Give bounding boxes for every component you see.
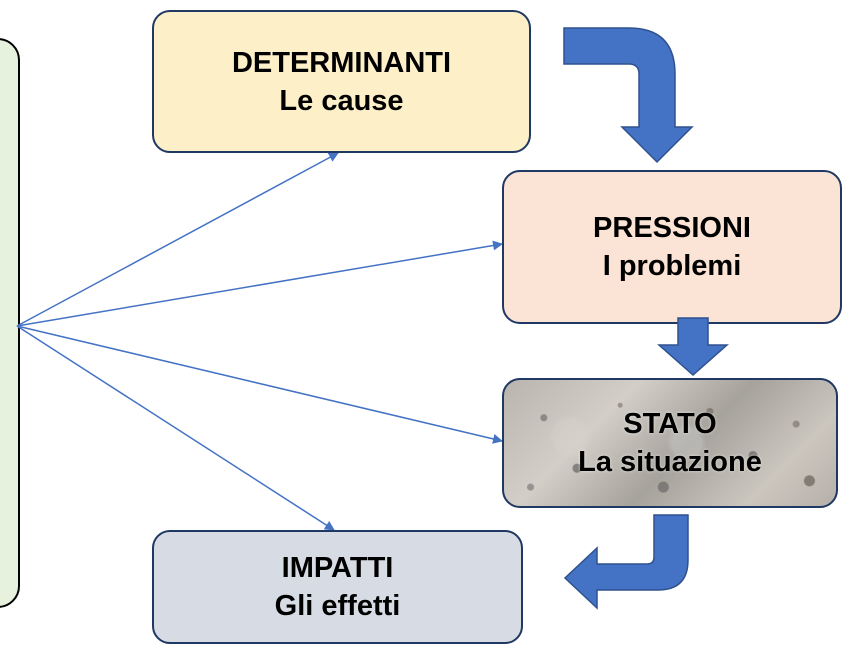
connector-to-pressioni	[16, 240, 503, 327]
node-stato-title: STATO	[623, 408, 717, 440]
node-pressioni-title: PRESSIONI	[593, 212, 751, 244]
node-impatti-subtitle: Gli effetti	[274, 590, 401, 622]
node-stato-subtitle: La situazione	[578, 446, 762, 478]
node-determinanti-subtitle: Le cause	[279, 84, 404, 117]
flow-arrow-determinanti-to-pressioni	[563, 27, 694, 164]
node-impatti-title: IMPATTI	[281, 552, 394, 584]
flow-arrow-stato-to-impatti	[563, 514, 689, 610]
connector-to-stato	[16, 325, 503, 444]
node-pressioni-subtitle: I problemi	[602, 250, 742, 282]
node-determinanti-title: DETERMINANTI	[231, 46, 452, 79]
connector-to-impatti	[16, 325, 335, 531]
node-determinanti: DETERMINANTI Le cause	[152, 10, 531, 153]
node-pressioni: PRESSIONI I problemi	[502, 170, 842, 324]
node-stato: STATO La situazione	[502, 378, 838, 508]
node-impatti: IMPATTI Gli effetti	[152, 530, 523, 644]
flow-arrow-pressioni-to-stato	[657, 317, 729, 377]
connector-to-determinanti	[16, 152, 339, 327]
